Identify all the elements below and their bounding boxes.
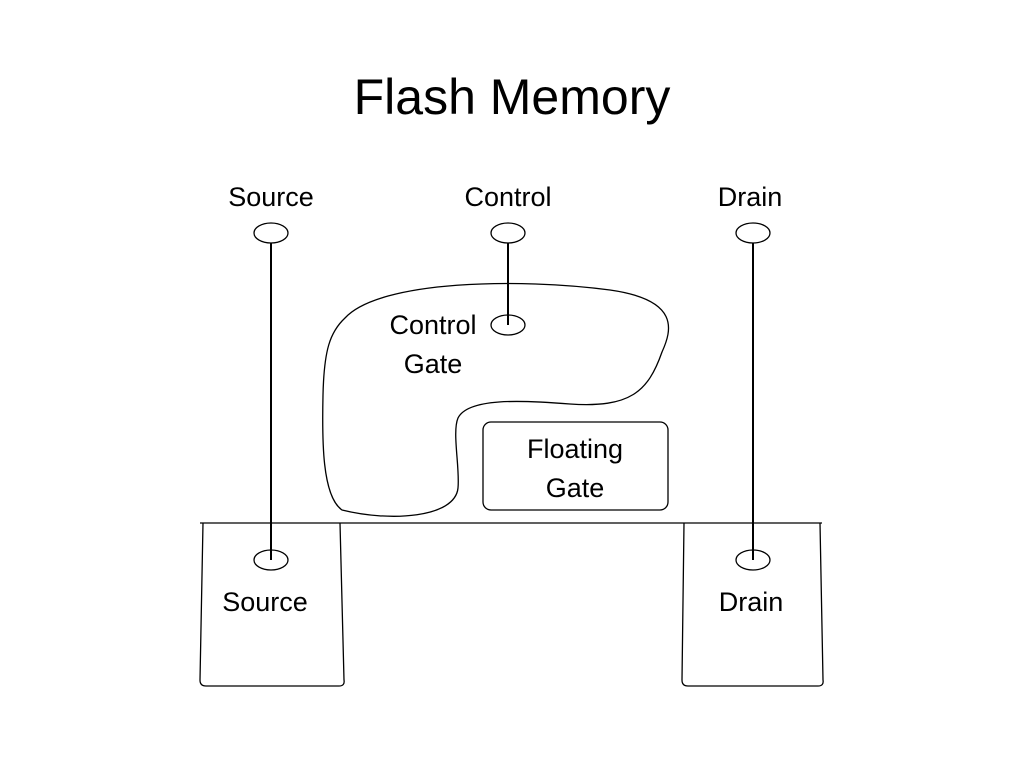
drain-region-well xyxy=(681,522,824,687)
source-region-well xyxy=(199,522,345,687)
drain-region-label: Drain xyxy=(719,587,784,617)
source-region-label: Source xyxy=(222,587,308,617)
floating-gate-label-line1: Floating xyxy=(527,434,623,464)
floating-gate-label-line2: Gate xyxy=(546,473,605,503)
control-terminal-contact xyxy=(490,222,526,244)
floating-gate-box xyxy=(482,421,669,511)
control-terminal-label: Control xyxy=(464,182,551,212)
control-gate-shape xyxy=(322,282,670,517)
diagram-title: Flash Memory xyxy=(353,69,671,125)
control-gate-label-line2: Gate xyxy=(404,349,463,379)
source-terminal-label: Source xyxy=(228,182,314,212)
control-gate-label-line1: Control xyxy=(389,310,476,340)
drain-terminal-contact xyxy=(735,222,771,244)
source-terminal-contact xyxy=(253,222,289,244)
drain-terminal-label: Drain xyxy=(718,182,783,212)
